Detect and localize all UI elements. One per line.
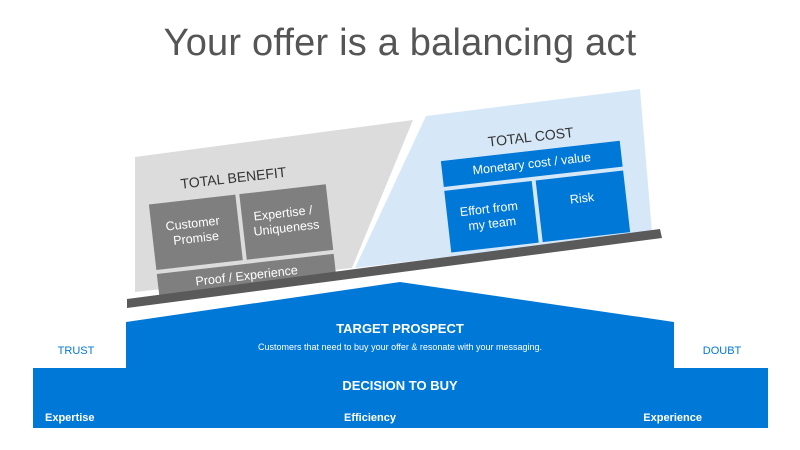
efficiency-label: Efficiency [344, 412, 397, 424]
target-prospect-heading: TARGET PROSPECT [336, 321, 464, 336]
trust-label: TRUST [58, 345, 95, 357]
risk-label: Risk [569, 190, 595, 207]
monetary-cost-box [440, 140, 623, 187]
target-prospect-description: Customers that need to buy your offer & … [258, 342, 542, 352]
decision-to-buy-base [33, 368, 768, 428]
page-title: Your offer is a balancing act [163, 22, 637, 64]
experience-label: Experience [643, 412, 702, 424]
proof-experience-box [156, 253, 337, 298]
risk-box [535, 170, 631, 243]
doubt-label: DOUBT [703, 345, 742, 357]
expertise-uniqueness-box [239, 184, 334, 260]
effort-label: Effort from my team [459, 198, 523, 234]
expertise-label: Expertise [45, 412, 95, 424]
decision-to-buy-heading: DECISION TO BUY [342, 378, 458, 393]
target-prospect-shape [126, 282, 674, 368]
effort-box [444, 180, 539, 253]
balance-beam [127, 229, 662, 308]
customer-promise-label: Customer Promise [165, 213, 226, 248]
customer-promise-box [148, 194, 243, 271]
